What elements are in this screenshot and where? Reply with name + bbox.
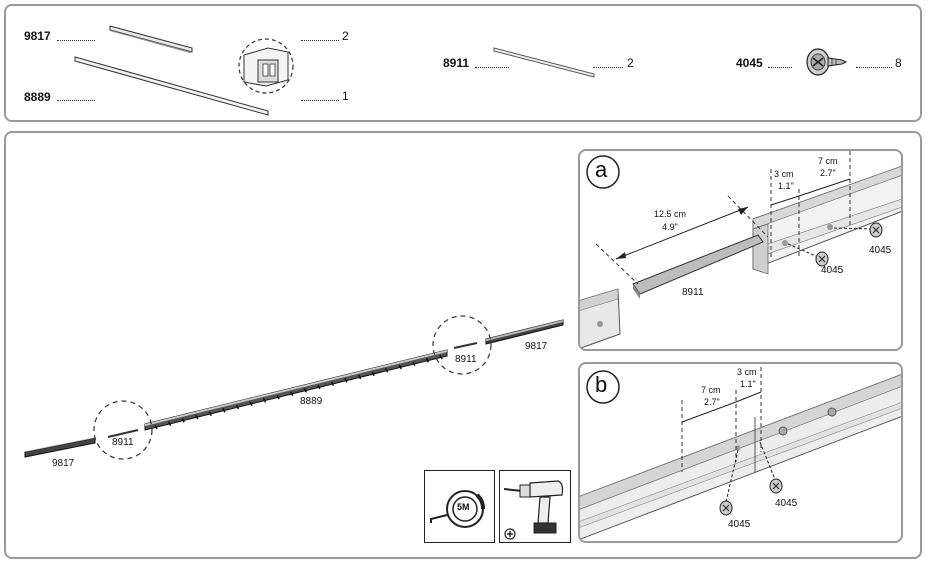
- label-center-rail: 8889: [300, 396, 323, 407]
- part-qty-8911: 2: [627, 56, 634, 70]
- leader-dots: [57, 40, 95, 41]
- screw-4045-icon: [769, 478, 783, 494]
- rail-hole: [330, 381, 335, 387]
- rail-hole: [439, 354, 443, 360]
- step-a-panel: a 12.5 cm 4.9" 3 cm 1.1" 7 cm 2.7" 8911 …: [578, 149, 903, 351]
- center-rail-holes: [154, 354, 443, 430]
- label-joint-right: 8911: [455, 354, 477, 365]
- dim-long-metric: 12.5 cm: [654, 209, 687, 219]
- left-connector-8911: [107, 429, 139, 438]
- screw-4045-icon: [815, 251, 829, 267]
- screw-4045-icon: [719, 500, 733, 516]
- leader-dots: [856, 67, 892, 68]
- step-a-drawing: [580, 151, 901, 349]
- dim-3-metric: 3 cm: [774, 169, 794, 179]
- step-a-screw-label-1: 4045: [821, 265, 844, 276]
- leader-dots: [57, 100, 95, 101]
- parts-list-panel: [4, 4, 922, 122]
- label-joint-left: 8911: [112, 437, 134, 448]
- dim-long-imperial: 4.9": [662, 222, 678, 232]
- rail-hole: [412, 361, 416, 367]
- rail-hole: [167, 421, 172, 427]
- label-rail-right: 9817: [525, 341, 548, 352]
- dim-3-metric: 3 cm: [737, 367, 757, 377]
- rail-hole: [276, 394, 280, 400]
- rail-hole: [208, 411, 212, 417]
- part-8889-rail: [74, 56, 269, 116]
- leader-dots: [301, 40, 339, 41]
- dim-7-imperial: 2.7": [820, 168, 836, 178]
- rail-hole: [222, 407, 226, 413]
- leader-dots: [301, 100, 339, 101]
- cordless-drill-icon: [503, 480, 564, 540]
- step-a-badge: a: [595, 157, 608, 182]
- rail-hole: [249, 401, 253, 407]
- rail-hole: [425, 357, 430, 363]
- dim-7-metric: 7 cm: [701, 385, 721, 395]
- step-a-part-label: 8911: [682, 287, 704, 298]
- rail-hole: [262, 397, 267, 403]
- rail-hole: [385, 367, 389, 373]
- part-code-8889: 8889: [24, 90, 51, 104]
- leader-dots: [593, 67, 623, 68]
- rail-hole: [235, 404, 240, 410]
- rail-hole: [357, 374, 362, 380]
- tape-measure-icon: [430, 490, 485, 528]
- tool-drill-box: [499, 470, 571, 543]
- step-a-screw-label-2: 4045: [869, 245, 892, 256]
- rail-hole: [181, 417, 185, 423]
- screw-4045-icon: [806, 48, 848, 76]
- rail-hole: [303, 387, 307, 393]
- screw-4045-icon: [869, 222, 883, 238]
- step-b-screw-label-2: 4045: [775, 498, 798, 509]
- detail-circle-right: [432, 315, 492, 375]
- right-connector-8911: [453, 342, 478, 349]
- rail-hole: [195, 414, 199, 420]
- part-qty-8889: 1: [342, 89, 349, 103]
- part-code-4045: 4045: [736, 56, 763, 70]
- part-qty-4045: 8: [895, 56, 902, 70]
- dim-7-metric: 7 cm: [818, 156, 838, 166]
- leader-dots: [475, 67, 509, 68]
- part-9817-rail: [109, 25, 193, 53]
- step-b-badge: b: [595, 372, 608, 397]
- right-rail-9817: [485, 319, 564, 345]
- left-rail-9817: [24, 437, 96, 458]
- rail-hole: [290, 391, 294, 397]
- step-b-panel: b 7 cm 2.7" 3 cm 1.1" 4045 4045: [578, 362, 903, 543]
- part-qty-9817: 2: [342, 29, 349, 43]
- rail-hole: [154, 424, 158, 430]
- rail-hole: [398, 364, 402, 370]
- tool-tape-measure-box: 5M: [424, 470, 495, 543]
- step-b-badge-circle: [586, 370, 620, 404]
- part-code-8911: 8911: [443, 56, 470, 70]
- part-8911-connector: [493, 47, 595, 78]
- dim-7-imperial: 2.7": [704, 397, 720, 407]
- step-b-screw-label-1: 4045: [728, 519, 751, 530]
- center-rail-8889: [144, 349, 448, 431]
- label-rail-left: 9817: [52, 458, 75, 469]
- tape-label: 5M: [457, 502, 470, 512]
- leader-dots: [768, 67, 792, 68]
- step-b-drawing: [580, 367, 901, 540]
- detail-circle-left: [93, 400, 153, 460]
- dim-3-imperial: 1.1": [740, 379, 756, 389]
- rail-hole: [317, 384, 321, 390]
- dim-3-imperial: 1.1": [778, 181, 794, 191]
- profile-detail-circle: [238, 38, 294, 94]
- rail-hole: [371, 371, 375, 377]
- part-code-9817: 9817: [24, 29, 51, 43]
- rail-hole: [344, 377, 348, 383]
- step-a-badge-circle: [586, 155, 620, 189]
